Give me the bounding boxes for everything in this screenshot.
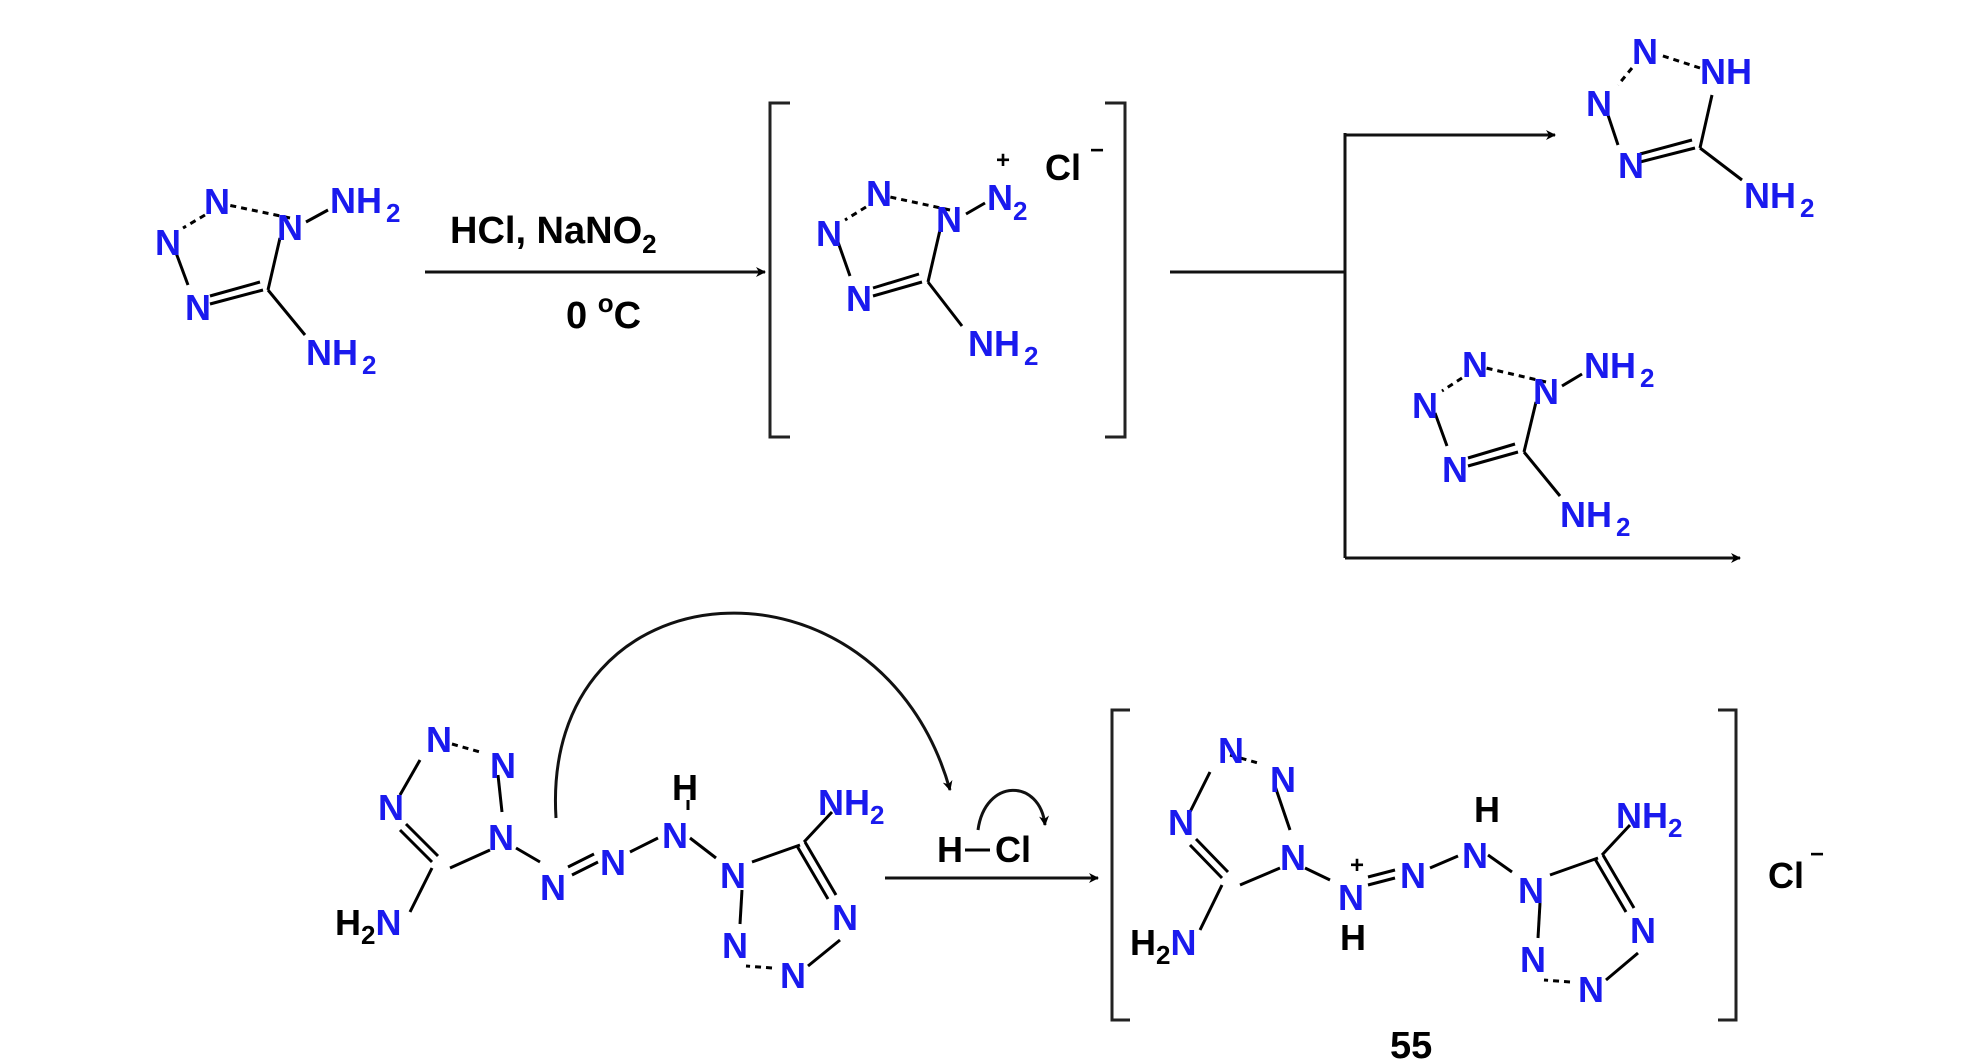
negative-charge: −: [1090, 137, 1104, 164]
hydrogen-chloride: H Cl: [937, 829, 1031, 870]
atom-h2n: H2N: [1130, 922, 1196, 970]
atom-n: N: [490, 745, 516, 786]
reagents-label: HCl, NaNO2: [450, 210, 657, 259]
atom-n: N: [1270, 759, 1296, 800]
atom-nh2: NH2: [1616, 795, 1682, 843]
atom-n: N: [1518, 870, 1544, 911]
conditions-label: 0 oC: [566, 288, 641, 337]
atom-n: N: [204, 181, 230, 222]
atom-n: N: [155, 222, 181, 263]
reaction-arrow-1: HCl, NaNO2 0 oC: [425, 210, 766, 337]
atom-n: N: [1520, 939, 1546, 980]
atom-nh2: NH: [1560, 494, 1612, 535]
negative-charge: −: [1810, 841, 1824, 868]
atom-nh2: NH: [968, 323, 1020, 364]
atom-n: N: [1400, 855, 1426, 896]
atom-n: N: [1462, 835, 1488, 876]
chloride-atom: Cl: [1045, 147, 1081, 188]
atom-n: N: [832, 897, 858, 938]
atom-h: H: [937, 829, 963, 870]
positive-charge: +: [1350, 852, 1364, 879]
atom-n: N: [185, 287, 211, 328]
subscript-2: 2: [1640, 363, 1654, 393]
atom-n: N: [1578, 969, 1604, 1010]
atom-nh2: NH: [306, 332, 358, 373]
atom-n: N: [936, 199, 962, 240]
atom-nh: NH: [1700, 51, 1752, 92]
atom-n: N: [1462, 344, 1488, 385]
atom-n: N: [722, 925, 748, 966]
atom-n: N: [1632, 31, 1658, 72]
starting-material-diaminotetrazole: N N N N NH 2 NH 2: [155, 180, 400, 380]
atom-n: N: [1218, 730, 1244, 771]
atom-nh2: NH: [1584, 345, 1636, 386]
atom-n: N: [378, 787, 404, 828]
atom-n: N: [540, 867, 566, 908]
atom-n: N: [1533, 371, 1559, 412]
atom-n: N: [600, 842, 626, 883]
triazene-intermediate: N N N N H2N N N H N N NH2 N N N: [335, 719, 884, 996]
atom-n: N: [720, 855, 746, 896]
chloride-atom: Cl: [1768, 855, 1804, 896]
diazonium-intermediate: N N N N N 2 + Cl − NH 2: [768, 101, 1127, 439]
subscript-2: 2: [362, 350, 376, 380]
atom-n: N: [1442, 449, 1468, 490]
atom-nh2: NH: [330, 180, 382, 221]
atom-n: N: [1412, 385, 1438, 426]
chloride-atom: Cl: [995, 829, 1031, 870]
atom-n: N: [846, 278, 872, 319]
subscript-2: 2: [1024, 341, 1038, 371]
branching-arrow: [1170, 130, 1741, 563]
atom-nh2: NH2: [818, 782, 884, 830]
subscript-2: 2: [1013, 196, 1027, 226]
atom-h: H: [1474, 789, 1500, 830]
atom-n: N: [277, 207, 303, 248]
atom-n: N: [1168, 802, 1194, 843]
reagent-diaminotetrazole: N N N N NH 2 NH 2: [1412, 344, 1654, 542]
atom-n: N: [662, 815, 688, 856]
atom-n: N: [987, 177, 1013, 218]
atom-n: N: [426, 719, 452, 760]
atom-n: N: [1280, 837, 1306, 878]
atom-n: N: [1338, 877, 1364, 918]
atom-n: N: [488, 817, 514, 858]
subscript-2: 2: [386, 198, 400, 228]
atom-nh2: NH: [1744, 175, 1796, 216]
subscript-2: 2: [1800, 193, 1814, 223]
electron-pushing-arrows: [554, 611, 1050, 831]
atom-n: N: [780, 955, 806, 996]
atom-n: N: [1618, 145, 1644, 186]
atom-h2n: H2N: [335, 902, 401, 950]
atom-h: H: [1340, 917, 1366, 958]
atom-n: N: [866, 173, 892, 214]
product-55: N N N N H2N + N H N H N N NH2 N N N Cl −…: [1110, 708, 1824, 1063]
atom-n: N: [1630, 910, 1656, 951]
atom-n: N: [816, 213, 842, 254]
atom-h: H: [672, 767, 698, 808]
positive-charge: +: [996, 147, 1010, 174]
subscript-2: 2: [1616, 512, 1630, 542]
product-5-aminotetrazole: N N N NH NH 2: [1586, 31, 1814, 223]
atom-n: N: [1586, 83, 1612, 124]
compound-label: 55: [1390, 1025, 1432, 1063]
